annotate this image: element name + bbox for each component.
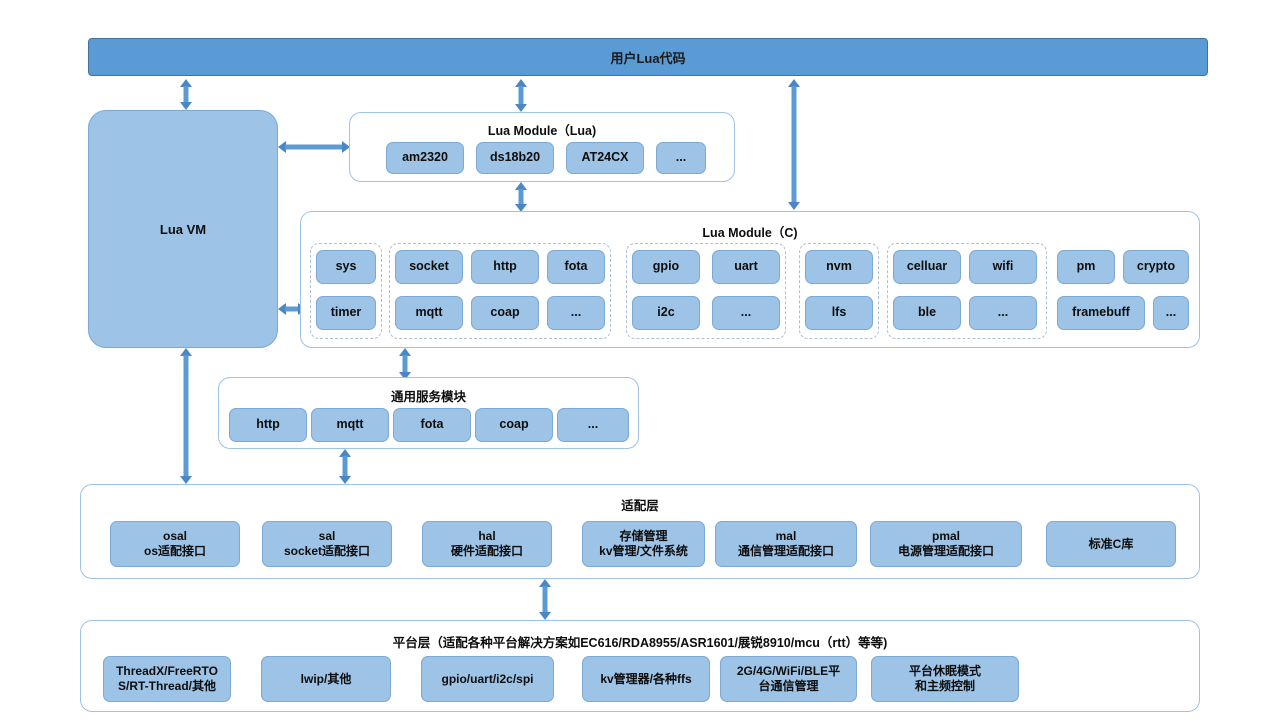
lua-module-lua-item-am2320[interactable]: am2320 — [386, 142, 464, 174]
adaptation-item-pmal[interactable]: pmal 电源管理适配接口 — [870, 521, 1022, 567]
adaptation-item-mal-line2: 通信管理适配接口 — [737, 544, 834, 558]
common-service-item-http[interactable]: http — [229, 408, 307, 442]
lua-module-c-item-pm[interactable]: pm — [1057, 250, 1115, 284]
common-service-item-coap[interactable]: coap — [475, 408, 553, 442]
platform-item-comm-line2: 台通信管理 — [758, 679, 819, 693]
adaptation-item-sal[interactable]: sal socket适配接口 — [262, 521, 392, 567]
platform-item-lwip[interactable]: lwip/其他 — [261, 656, 391, 702]
lua-module-c-item-lfs[interactable]: lfs — [805, 296, 873, 330]
common-service-item-mqtt[interactable]: mqtt — [311, 408, 389, 442]
top-banner-label: 用户Lua代码 — [610, 50, 686, 66]
adaptation-item-hal[interactable]: hal 硬件适配接口 — [422, 521, 552, 567]
lua-vm-label: Lua VM — [159, 221, 207, 237]
lua-module-lua-box: Lua Module（Lua) am2320 ds18b20 AT24CX ..… — [349, 112, 735, 182]
arrow-luavm-to-adaptation-layer — [177, 348, 195, 484]
lua-module-lua-title: Lua Module（Lua) — [487, 124, 597, 138]
arrow-banner-to-luavm — [177, 79, 195, 110]
adaptation-item-mal[interactable]: mal 通信管理适配接口 — [715, 521, 857, 567]
top-banner-user-lua-code: 用户Lua代码 — [88, 38, 1208, 76]
adaptation-item-pmal-line2: 电源管理适配接口 — [897, 544, 994, 558]
platform-item-comm[interactable]: 2G/4G/WiFi/BLE平 台通信管理 — [720, 656, 857, 702]
arrow-banner-to-lua-module-c — [785, 79, 803, 210]
arrow-adaptation-to-platform-layer — [536, 579, 554, 620]
lua-module-c-item-gpio[interactable]: gpio — [632, 250, 700, 284]
lua-vm-box: Lua VM — [88, 110, 278, 348]
platform-item-kv-ffs[interactable]: kv管理器/各种ffs — [582, 656, 710, 702]
adaptation-item-std-c-lib[interactable]: 标准C库 — [1046, 521, 1176, 567]
lua-module-c-item-crypto[interactable]: crypto — [1123, 250, 1189, 284]
adaptation-item-storage[interactable]: 存储管理 kv管理/文件系统 — [582, 521, 705, 567]
common-service-title: 通用服务模块 — [390, 390, 466, 404]
lua-module-c-item-sys[interactable]: sys — [316, 250, 376, 284]
platform-item-rtos[interactable]: ThreadX/FreeRTO S/RT-Thread/其他 — [103, 656, 231, 702]
lua-module-c-box: Lua Module（C) sys timer socket mqtt http… — [300, 211, 1200, 348]
adaptation-layer-box: 适配层 osal os适配接口 sal socket适配接口 hal 硬件适配接… — [80, 484, 1200, 579]
lua-module-c-item-timer[interactable]: timer — [316, 296, 376, 330]
adaptation-item-storage-line2: kv管理/文件系统 — [599, 544, 688, 558]
lua-module-c-group-wireless — [887, 243, 1047, 339]
adaptation-item-osal[interactable]: osal os适配接口 — [110, 521, 240, 567]
lua-module-c-item-i2c[interactable]: i2c — [632, 296, 700, 330]
lua-module-c-item-misc-more[interactable]: ... — [1153, 296, 1189, 330]
adaptation-item-sal-line2: socket适配接口 — [283, 544, 371, 558]
arrow-banner-to-lua-module-lua — [512, 79, 530, 112]
lua-module-c-group-storage — [799, 243, 879, 339]
adaptation-item-hal-line2: 硬件适配接口 — [450, 544, 523, 558]
lua-module-c-item-uart[interactable]: uart — [712, 250, 780, 284]
lua-module-c-title: Lua Module（C) — [702, 226, 798, 240]
platform-item-rtos-line2: S/RT-Thread/其他 — [117, 679, 216, 693]
lua-module-lua-item-ds18b20[interactable]: ds18b20 — [476, 142, 554, 174]
adaptation-item-hal-line1: hal — [478, 529, 496, 543]
platform-item-sleep[interactable]: 平台休眠模式 和主频控制 — [871, 656, 1019, 702]
lua-module-lua-item-at24cx[interactable]: AT24CX — [566, 142, 644, 174]
lua-module-c-item-http[interactable]: http — [471, 250, 539, 284]
adaptation-item-osal-line2: os适配接口 — [143, 544, 206, 558]
lua-module-c-item-periph-more[interactable]: ... — [712, 296, 780, 330]
adaptation-item-mal-line1: mal — [775, 529, 797, 543]
platform-item-peripherals[interactable]: gpio/uart/i2c/spi — [421, 656, 554, 702]
arrow-luavm-to-lua-module-lua — [278, 138, 350, 156]
lua-module-c-group-net — [389, 243, 611, 339]
lua-module-c-item-mqtt[interactable]: mqtt — [395, 296, 463, 330]
platform-item-sleep-line2: 和主频控制 — [914, 679, 975, 693]
platform-item-comm-line1: 2G/4G/WiFi/BLE平 — [736, 664, 841, 678]
common-service-item-more[interactable]: ... — [557, 408, 629, 442]
adaptation-layer-title: 适配层 — [621, 499, 659, 513]
lua-module-c-item-coap[interactable]: coap — [471, 296, 539, 330]
platform-layer-title: 平台层（适配各种平台解决方案如EC616/RDA8955/ASR1601/展锐8… — [392, 636, 888, 650]
lua-module-c-group-core — [310, 243, 382, 339]
lua-module-lua-item-more[interactable]: ... — [656, 142, 706, 174]
adaptation-item-sal-line1: sal — [318, 529, 336, 543]
platform-item-sleep-line1: 平台休眠模式 — [908, 664, 981, 678]
platform-item-rtos-line1: ThreadX/FreeRTO — [116, 664, 218, 678]
lua-module-c-item-ble[interactable]: ble — [893, 296, 961, 330]
lua-module-c-item-nvm[interactable]: nvm — [805, 250, 873, 284]
arrow-common-service-to-adaptation-layer — [336, 449, 354, 484]
adaptation-item-storage-line1: 存储管理 — [619, 529, 668, 543]
common-service-item-fota[interactable]: fota — [393, 408, 471, 442]
lua-module-c-item-wireless-more[interactable]: ... — [969, 296, 1037, 330]
adaptation-item-pmal-line1: pmal — [931, 529, 960, 543]
common-service-box: 通用服务模块 http mqtt fota coap ... — [218, 377, 639, 449]
lua-module-c-group-peripheral — [626, 243, 786, 339]
lua-module-c-item-fota[interactable]: fota — [547, 250, 605, 284]
lua-module-c-item-celluar[interactable]: celluar — [893, 250, 961, 284]
arrow-lua-module-c-to-common-service — [396, 348, 414, 380]
platform-layer-box: 平台层（适配各种平台解决方案如EC616/RDA8955/ASR1601/展锐8… — [80, 620, 1200, 712]
arrow-lua-module-lua-to-c — [512, 182, 530, 212]
lua-module-c-item-framebuff[interactable]: framebuff — [1057, 296, 1145, 330]
lua-module-c-item-socket[interactable]: socket — [395, 250, 463, 284]
lua-module-c-item-wifi[interactable]: wifi — [969, 250, 1037, 284]
adaptation-item-osal-line1: osal — [162, 529, 187, 543]
lua-module-c-item-net-more[interactable]: ... — [547, 296, 605, 330]
